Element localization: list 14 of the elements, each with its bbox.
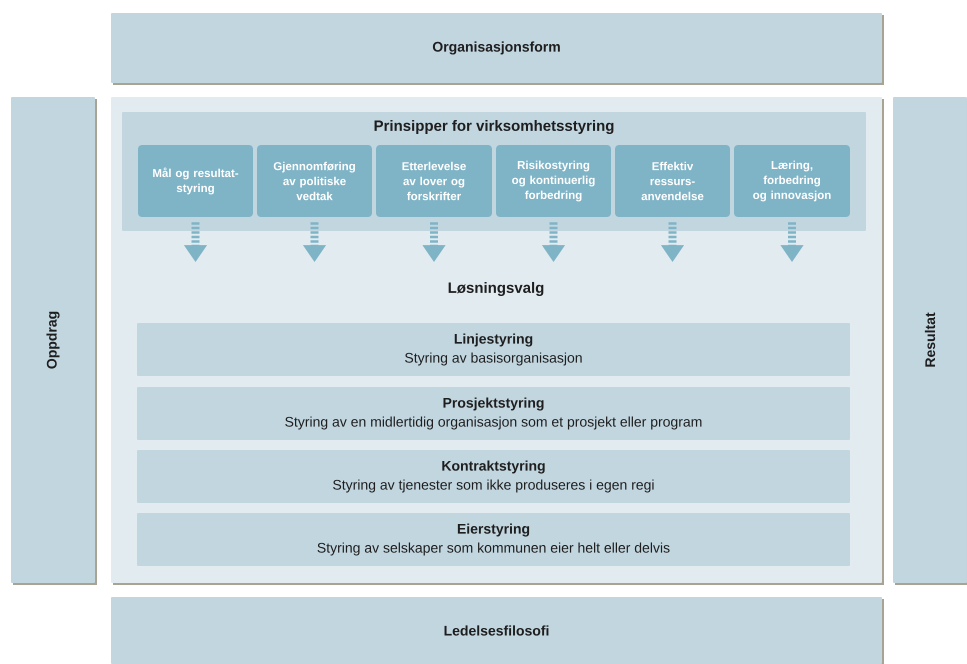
principle-box: Etterlevelse av lover og forskrifter: [376, 145, 492, 217]
solution-box: Linjestyring Styring av basisorganisasjon: [137, 323, 850, 376]
side-bar: Oppdrag: [11, 97, 97, 585]
frame-box: Organisasjonsform: [111, 13, 884, 85]
solution-box: Kontraktstyring Styring av tjenester som ikke produseres i egen regi: [137, 450, 850, 503]
solution-box: Eierstyring Styring av selskaper som kommunen eier helt eller delvis: [137, 512, 850, 566]
principle-box: Gjennomføring av politiske vedtak: [257, 145, 372, 217]
principle-box: Risikostyring og kontinuerlig forbedring: [496, 145, 611, 217]
side-bar: Resultat: [893, 97, 967, 585]
principle-box: Mål og resultat-styring: [138, 145, 253, 217]
principle-box: Læring, forbedring og innovasjon: [734, 145, 850, 217]
solution-box: Prosjektstyring Styring av en midlertidig organisasjon som et prosjekt eller program: [137, 386, 850, 440]
frame-box: Ledelsesfilosofi: [111, 596, 884, 664]
principle-box: Effektiv ressurs-anvendelse: [615, 145, 730, 217]
